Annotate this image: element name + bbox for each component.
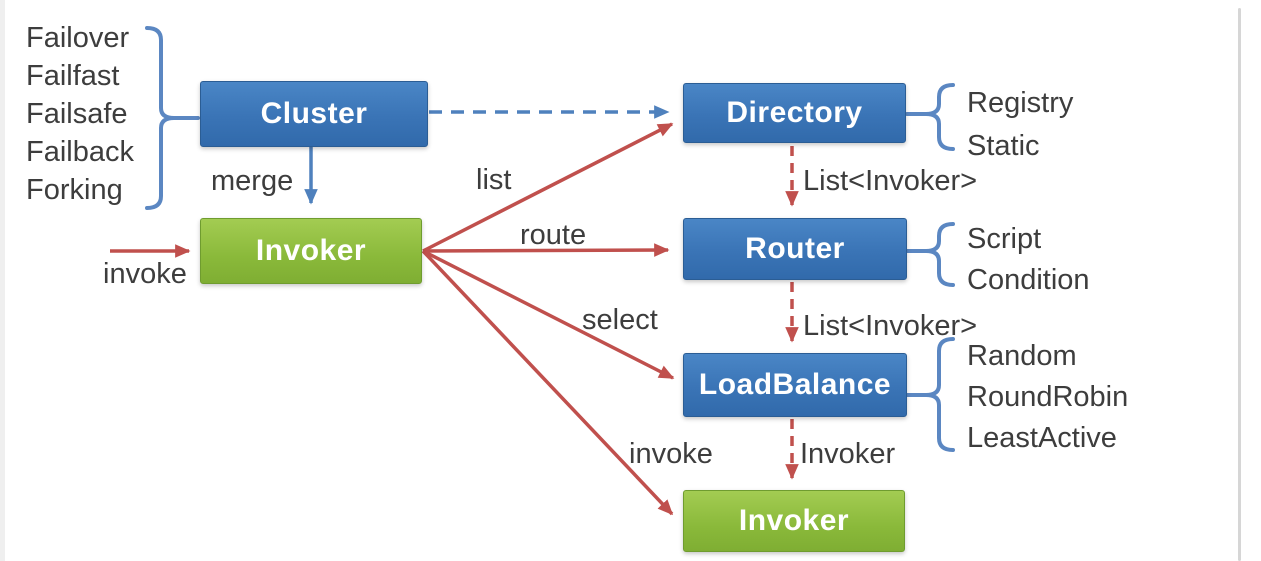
page-edge-left — [0, 0, 5, 561]
list-item: Failback — [26, 136, 134, 168]
edge-label-list: list — [476, 164, 512, 196]
arrow-list — [422, 122, 674, 253]
arrow-invoke-out — [421, 249, 674, 516]
edge-label-invoke-in: invoke — [103, 258, 187, 290]
edge-label-route: route — [520, 219, 587, 251]
node-loadbalance-label: LoadBalance — [698, 368, 892, 401]
node-cluster-label: Cluster — [260, 97, 368, 130]
list-item: Failover — [26, 22, 130, 54]
list-item: Static — [967, 130, 1040, 162]
node-invoker-result: Invoker — [683, 490, 905, 552]
page-edge-right — [1238, 8, 1241, 561]
list-item: Script — [967, 223, 1042, 255]
arrow-route — [422, 243, 670, 257]
brace-router-types — [925, 222, 955, 287]
brace-directory-types — [925, 83, 955, 151]
list-item: RoundRobin — [967, 381, 1129, 413]
node-cluster: Cluster — [200, 81, 428, 147]
node-router-label: Router — [745, 232, 845, 265]
loadbalance-types-list: Random RoundRobin LeastActive — [967, 336, 1128, 459]
list-item: Registry — [967, 87, 1074, 119]
node-directory-label: Directory — [726, 96, 863, 129]
node-invoker-result-label: Invoker — [738, 504, 850, 537]
list-item: Failfast — [26, 60, 120, 92]
edge-label-invoker: Invoker — [800, 438, 896, 470]
cluster-strategies-list: Failover Failfast Failsafe Failback Fork… — [26, 19, 134, 209]
node-directory: Directory — [683, 83, 906, 143]
edge-label-list-invoker-2: List<Invoker> — [803, 310, 978, 342]
edge-label-select: select — [582, 304, 658, 336]
arrow-select — [422, 249, 675, 380]
brace-loadbalance-types — [925, 337, 955, 452]
edge-label-invoke-out: invoke — [629, 438, 713, 470]
node-router: Router — [683, 218, 907, 280]
node-loadbalance: LoadBalance — [683, 353, 907, 417]
list-item: Forking — [26, 174, 123, 206]
list-item: Random — [967, 340, 1077, 372]
directory-types-list: Registry Static — [967, 82, 1073, 168]
brace-cluster-strategies — [145, 26, 175, 210]
router-types-list: Script Condition — [967, 219, 1090, 301]
list-item: Condition — [967, 264, 1090, 296]
node-invoker-main: Invoker — [200, 218, 422, 284]
edge-label-list-invoker-1: List<Invoker> — [803, 165, 978, 197]
node-invoker-main-label: Invoker — [255, 234, 367, 267]
list-item: Failsafe — [26, 98, 128, 130]
edge-label-merge: merge — [211, 165, 294, 197]
list-item: LeastActive — [967, 422, 1117, 454]
